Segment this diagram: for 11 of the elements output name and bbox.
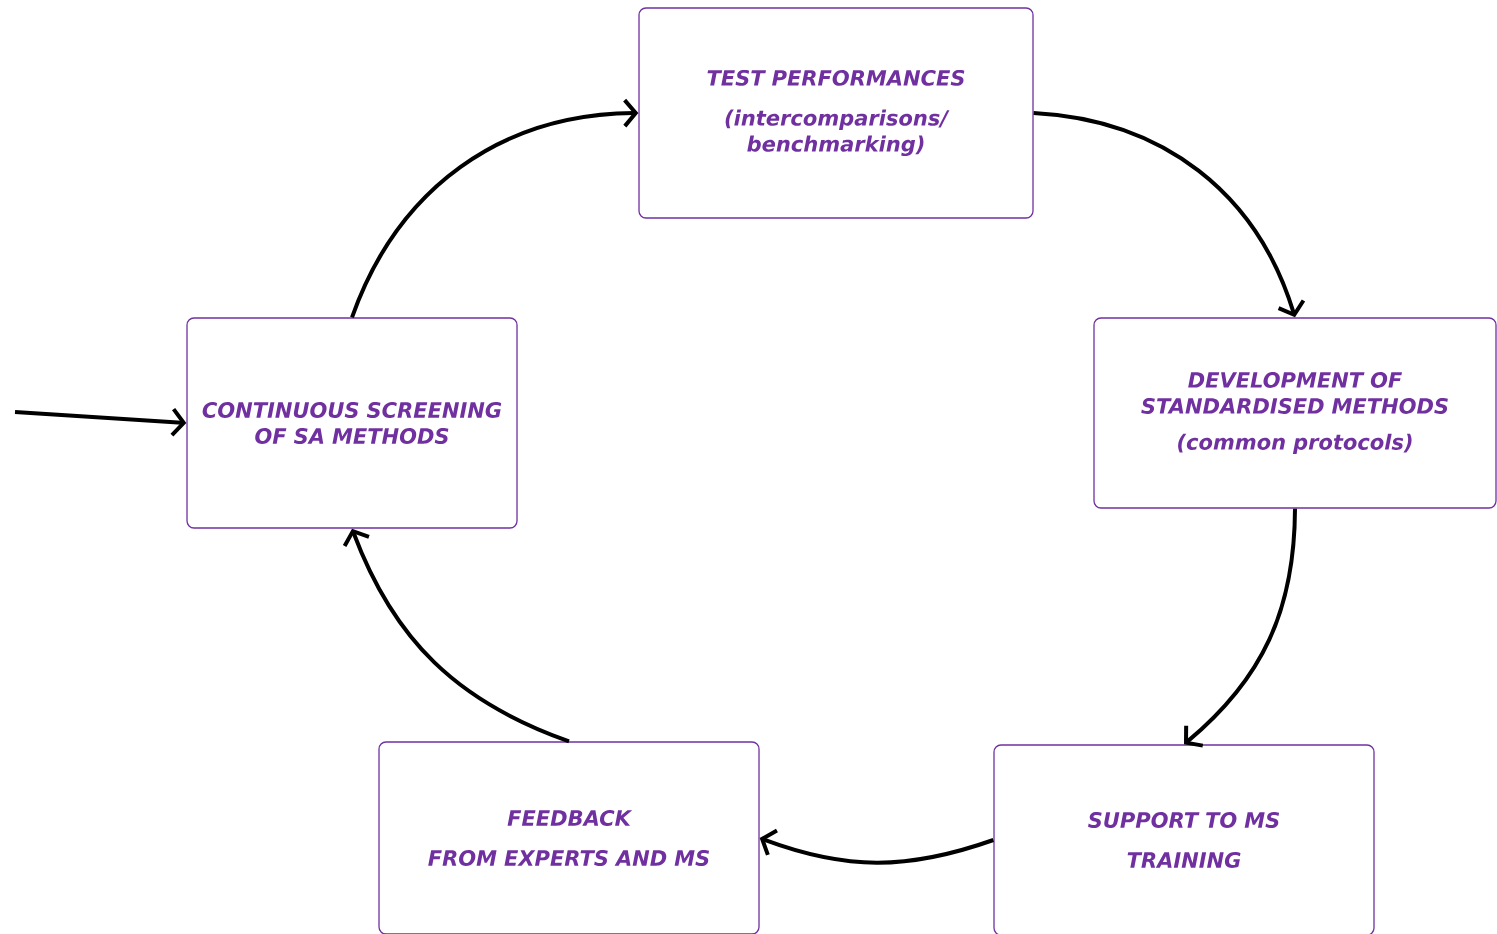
process-box: FEEDBACK FROM EXPERTS AND MS bbox=[378, 741, 760, 934]
process-box: SUPPORT TO MS TRAINING bbox=[993, 744, 1375, 934]
arrow bbox=[350, 98, 639, 319]
process-box: TEST PERFORMANCES (intercomparisons/ benchmarking) bbox=[638, 7, 1034, 219]
arrow bbox=[759, 828, 994, 865]
arrow bbox=[342, 528, 570, 744]
process-box: CONTINUOUS SCREENING OF SA METHODS bbox=[186, 317, 518, 529]
arrow bbox=[1184, 508, 1297, 748]
arrow bbox=[14, 407, 187, 437]
arrow bbox=[1033, 111, 1306, 318]
process-box: DEVELOPMENT OF STANDARDISED METHODS (common protocols) bbox=[1093, 317, 1497, 509]
